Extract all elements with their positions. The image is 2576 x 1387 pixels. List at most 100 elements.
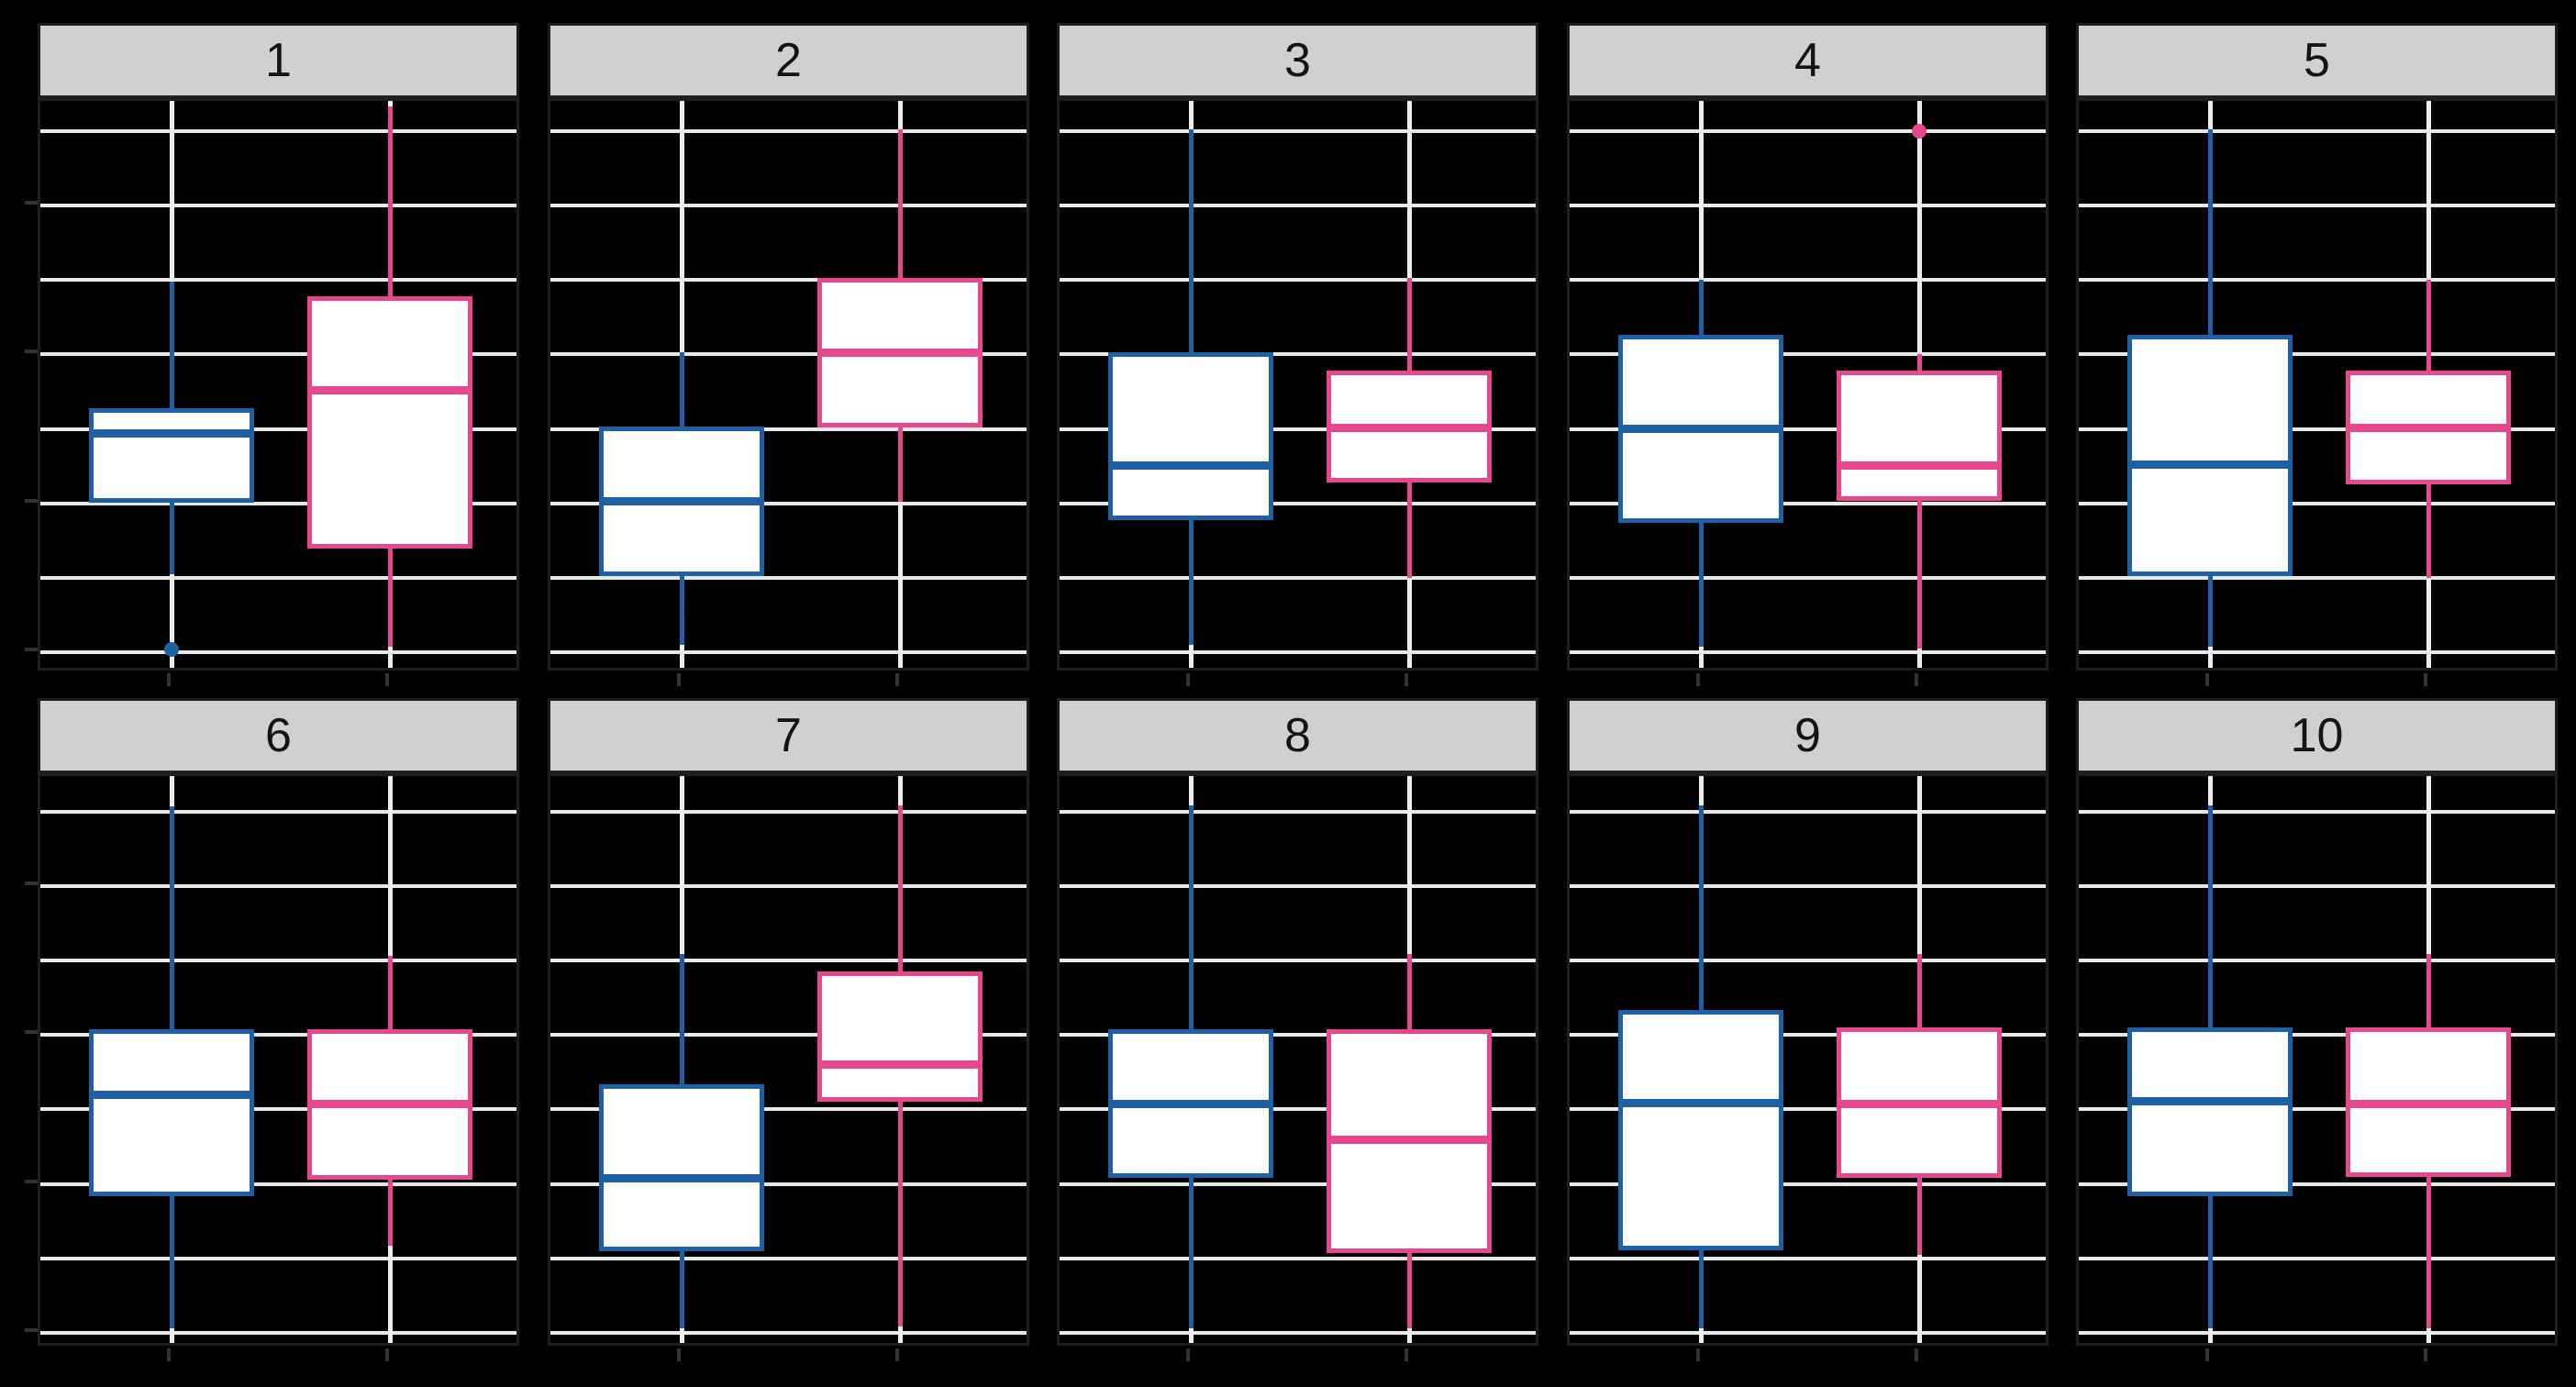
axis-tick-bottom: [385, 673, 389, 686]
whisker-upper-pink: [898, 129, 903, 278]
facet-panel: 2: [548, 23, 1029, 671]
gridline-horizontal: [1060, 650, 1536, 654]
facet-strip-label: 8: [1284, 709, 1311, 762]
gridline-horizontal: [40, 278, 516, 282]
median-line-blue: [1108, 1100, 1273, 1108]
gridline-horizontal: [1060, 576, 1536, 580]
gridline-horizontal: [1570, 1107, 2046, 1111]
gridline-horizontal: [1060, 278, 1536, 282]
facet-strip-label: 4: [1794, 34, 1821, 87]
whisker-upper-blue: [2208, 129, 2213, 335]
whisker-upper-blue: [680, 352, 684, 427]
whisker-upper-pink: [388, 106, 393, 296]
gridline-horizontal: [2079, 650, 2555, 654]
gridline-horizontal: [550, 810, 1027, 814]
gridline-horizontal: [40, 1257, 516, 1260]
gridline-horizontal: [40, 502, 516, 505]
gridline-horizontal: [1570, 810, 2046, 814]
median-line-blue: [599, 497, 764, 505]
gridline-horizontal: [550, 427, 1027, 431]
median-line-blue: [599, 1174, 764, 1182]
whisker-lower-blue: [680, 1251, 684, 1328]
gridline-horizontal: [2079, 1182, 2555, 1186]
axis-tick-bottom: [1696, 1348, 1700, 1361]
whisker-upper-blue: [1699, 805, 1704, 1010]
gridline-horizontal: [1060, 810, 1536, 814]
axis-tick-bottom: [167, 1348, 171, 1361]
plot-area: [1057, 773, 1538, 1346]
whisker-upper-pink: [1407, 954, 1412, 1029]
facet-strip-label: 5: [2304, 34, 2330, 87]
whisker-lower-pink: [1917, 501, 1922, 649]
facet-strip-label: 10: [2290, 709, 2344, 762]
whisker-lower-pink: [898, 427, 903, 502]
gridline-horizontal: [1570, 1331, 2046, 1335]
whisker-lower-blue: [170, 1196, 174, 1328]
gridline-horizontal: [2079, 1033, 2555, 1037]
boxplot-box-pink: [307, 296, 472, 549]
gridline-horizontal: [40, 352, 516, 356]
gridline-horizontal: [550, 352, 1027, 356]
whisker-upper-blue: [170, 282, 174, 408]
gridline-horizontal: [40, 810, 516, 814]
median-line-pink: [2346, 424, 2511, 432]
boxplot-box-blue: [89, 1029, 254, 1196]
axis-tick-left: [25, 882, 38, 885]
median-line-blue: [1618, 425, 1783, 433]
axis-tick-left: [25, 648, 38, 651]
facet-panel: 5: [2076, 23, 2558, 671]
gridline-horizontal: [2079, 1107, 2555, 1111]
whisker-lower-pink: [388, 549, 393, 647]
gridline-horizontal: [550, 1107, 1027, 1111]
facet-panel: 7: [548, 698, 1029, 1346]
gridline-horizontal: [40, 959, 516, 962]
whisker-lower-blue: [1699, 1250, 1704, 1328]
gridline-horizontal: [1570, 959, 2046, 962]
gridline-horizontal: [2079, 884, 2555, 888]
axis-tick-bottom: [677, 673, 681, 686]
gridline-horizontal: [40, 884, 516, 888]
gridline-horizontal: [550, 1257, 1027, 1260]
facet-strip-label: 7: [775, 709, 802, 762]
facet-strip: 2: [548, 23, 1029, 98]
whisker-upper-pink: [1917, 354, 1922, 371]
gridline-horizontal: [40, 427, 516, 431]
facet-panel: 1: [38, 23, 519, 671]
whisker-lower-blue: [1189, 520, 1194, 645]
axis-tick-bottom: [1186, 1348, 1190, 1361]
gridline-horizontal: [550, 204, 1027, 207]
gridline-horizontal: [1060, 1257, 1536, 1260]
gridline-horizontal: [1060, 1107, 1536, 1111]
median-line-blue: [89, 1091, 254, 1099]
boxplot-box-pink: [1837, 371, 2002, 501]
facet-panel: 4: [1567, 23, 2049, 671]
median-line-pink: [1327, 424, 1492, 432]
whisker-upper-pink: [2426, 954, 2431, 1027]
whisker-upper-blue: [1189, 805, 1194, 1029]
axis-tick-bottom: [1186, 673, 1190, 686]
whisker-upper-blue: [1189, 129, 1194, 352]
whisker-lower-blue: [2208, 576, 2213, 647]
gridline-horizontal: [550, 576, 1027, 580]
whisker-lower-pink: [898, 1102, 903, 1326]
gridline-horizontal: [1060, 1331, 1536, 1335]
facet-strip: 6: [38, 698, 519, 773]
gridline-horizontal: [550, 502, 1027, 505]
plot-area: [1567, 773, 2049, 1346]
gridline-horizontal: [550, 884, 1027, 888]
gridline-horizontal: [1570, 1033, 2046, 1037]
plot-area: [548, 98, 1029, 671]
median-line-pink: [817, 1060, 983, 1069]
gridline-horizontal: [1060, 352, 1536, 356]
whisker-upper-blue: [680, 954, 684, 1084]
whisker-upper-pink: [1407, 278, 1412, 371]
gridline-horizontal: [550, 1182, 1027, 1186]
whisker-upper-pink: [388, 956, 393, 1029]
gridline-horizontal: [2079, 129, 2555, 133]
facet-strip-label: 1: [265, 34, 292, 87]
whisker-lower-pink: [1407, 483, 1412, 578]
whisker-lower-blue: [680, 576, 684, 645]
facet-panel: 3: [1057, 23, 1538, 671]
plot-area: [1057, 98, 1538, 671]
